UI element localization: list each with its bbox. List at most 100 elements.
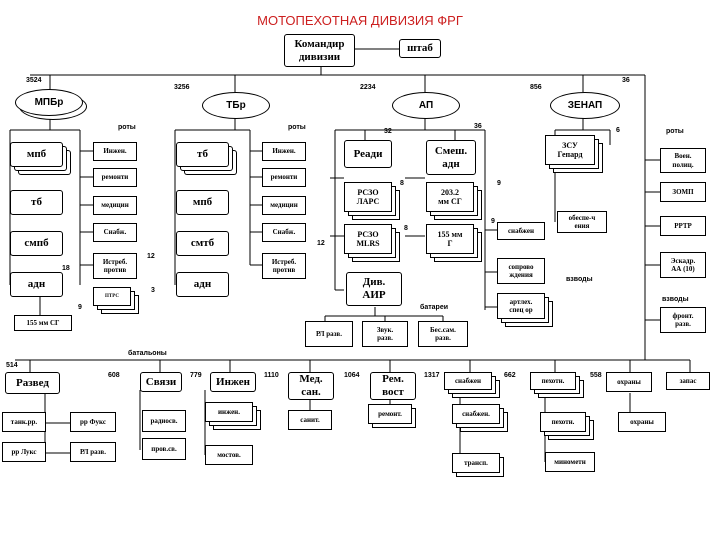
medical-battalion-box: Мед. сан. bbox=[288, 372, 334, 400]
mpbr-ptrs-box: ПТРС bbox=[93, 287, 131, 306]
sub-supply-box: снабжен. bbox=[452, 404, 500, 424]
label-1110: 1110 bbox=[264, 372, 279, 379]
tbr-medical-box: медицин bbox=[262, 196, 306, 215]
bridge-box: мостов. bbox=[205, 445, 253, 465]
infantry-battalion-box: пехотн. bbox=[530, 372, 576, 390]
label-514: 514 bbox=[6, 362, 18, 369]
ap-mlrs-box: РСЗО MLRS bbox=[344, 224, 392, 254]
zenap-front-recon-box: фронт. разв. bbox=[660, 307, 706, 333]
zenap-zsu-box: ЗСУ Гепард bbox=[545, 135, 595, 165]
label-companies-zenap: роты bbox=[666, 128, 684, 135]
sub-infantry-box: пехотн. bbox=[540, 412, 586, 432]
radio-box: радиосв. bbox=[142, 410, 186, 432]
ap-sg203-box: 203.2 мм СГ bbox=[426, 182, 474, 212]
label-2234: 2234 bbox=[360, 84, 376, 91]
mpbr-adn-box: адн bbox=[10, 272, 63, 297]
ap-artrec-box: артлех. спец ор bbox=[497, 293, 545, 319]
label-3524: 3524 bbox=[26, 77, 42, 84]
tbr-smtb-box: смтб bbox=[176, 231, 229, 256]
division-commander-box: Командир дивизии bbox=[284, 34, 355, 67]
diagram-title: МОТОПЕХОТНАЯ ДИВИЗИЯ ФРГ bbox=[257, 13, 463, 28]
tbr-adn-box: адн bbox=[176, 272, 229, 297]
label-platoons-ap: взводы bbox=[566, 276, 593, 283]
zenap-rrtr-box: РРТР bbox=[660, 216, 706, 236]
label-856: 856 bbox=[530, 84, 542, 91]
ap-escort-box: сопрово ждения bbox=[497, 258, 545, 284]
label-batteries: батареи bbox=[420, 304, 449, 311]
sub-engineer-box: инжен. bbox=[205, 402, 253, 422]
repair-battalion-box: Рем. вост bbox=[370, 372, 416, 400]
tbr-mpb-box: мпб bbox=[176, 190, 229, 215]
mpbr-tb-box: тб bbox=[10, 190, 63, 215]
mpbr-supply-box: Снабж. bbox=[93, 223, 137, 242]
label-6: 6 bbox=[616, 127, 620, 134]
supply-battalion-box: снабжен bbox=[444, 372, 492, 390]
fuchs-recon-box: рр Фукс bbox=[70, 412, 116, 432]
ap-lars-box: РСЗО ЛАРС bbox=[344, 182, 392, 212]
tbr-engineer-box: Инжен. bbox=[262, 142, 306, 161]
guard-battalion-box: охраны bbox=[606, 372, 652, 392]
reserve-box: запас bbox=[666, 372, 710, 390]
label-12-tbr: 12 bbox=[317, 240, 325, 247]
zenap-support-box: обеспе-ч ения bbox=[557, 211, 607, 233]
tbr-repair-box: ремонти bbox=[262, 168, 306, 187]
label-platoons-zenap: взводы bbox=[662, 296, 689, 303]
mpbr-ellipse: МПБр bbox=[15, 89, 83, 116]
signals-battalion-box: Связи bbox=[140, 372, 182, 392]
ap-readi-box: Реади bbox=[344, 140, 392, 168]
label-9-adn: 9 bbox=[78, 304, 82, 311]
mpbr-engineer-box: Инжен. bbox=[93, 142, 137, 161]
label-8-lars: 8 bbox=[400, 180, 404, 187]
mpbr-repair-box: ремонти bbox=[93, 168, 137, 187]
label-companies-mpbr: роты bbox=[118, 124, 136, 131]
zenap-mp-box: Воен. полиц. bbox=[660, 148, 706, 173]
luchs-recon-box: рр Лукс bbox=[2, 442, 46, 462]
tank-recon-box: танк.рр. bbox=[2, 412, 46, 432]
label-battalions: батальоны bbox=[128, 350, 167, 357]
label-18: 18 bbox=[62, 265, 70, 272]
ap-supply-box: снабжен bbox=[497, 222, 545, 240]
sub-guard-box: охраны bbox=[618, 412, 666, 432]
label-9-g: 9 bbox=[491, 218, 495, 225]
zenap-zomp-box: ЗОМП bbox=[660, 182, 706, 202]
tbr-tb-box: тб bbox=[176, 142, 229, 167]
division-staff-box: штаб bbox=[399, 39, 441, 58]
label-1317: 1317 bbox=[424, 372, 440, 379]
mpbr-antitank-box: Истреб. против bbox=[93, 253, 137, 279]
sub-repair-box: ремонт. bbox=[368, 404, 412, 424]
ap-ellipse: АП bbox=[392, 92, 460, 119]
label-12-mpbr: 12 bbox=[147, 253, 155, 260]
label-3256: 3256 bbox=[174, 84, 190, 91]
recon-battalion-box: Развед bbox=[5, 372, 60, 394]
label-36-ap: 36 bbox=[474, 123, 482, 130]
label-779: 779 bbox=[190, 372, 202, 379]
ap-mixed-box: Смеш. адн bbox=[426, 140, 476, 175]
label-558: 558 bbox=[590, 372, 602, 379]
label-8-mlrs: 8 bbox=[404, 225, 408, 232]
ap-air-box: Див. АИР bbox=[346, 272, 402, 306]
label-9-sg: 9 bbox=[497, 180, 501, 187]
label-662: 662 bbox=[504, 372, 516, 379]
tbr-ellipse: ТБр bbox=[202, 92, 270, 119]
zenap-ellipse: ЗЕНАП bbox=[550, 92, 620, 119]
ap-g155-box: 155 мм Г bbox=[426, 224, 474, 254]
ap-uav-box: Бес.сам. разв. bbox=[418, 321, 468, 347]
label-32: 32 bbox=[384, 128, 392, 135]
label-36-zenap: 36 bbox=[622, 77, 630, 84]
mpbr-howitzer-box: 155 мм СГ bbox=[14, 315, 72, 331]
tbr-antitank-box: Истреб. против bbox=[262, 253, 306, 279]
label-companies-tbr: роты bbox=[288, 124, 306, 131]
zenap-aviation-box: Эскадр. АА (10) bbox=[660, 252, 706, 278]
ap-sound-box: Звук. разв. bbox=[362, 321, 408, 347]
tbr-supply-box: Снабж. bbox=[262, 223, 306, 242]
mortar-box: минометн bbox=[545, 452, 595, 472]
sanitary-box: санит. bbox=[288, 410, 332, 430]
wire-box: пров.св. bbox=[142, 438, 186, 460]
ap-rl-box: РЛ разв. bbox=[305, 321, 353, 347]
label-1064: 1064 bbox=[344, 372, 360, 379]
mpbr-medical-box: медицин bbox=[93, 196, 137, 215]
engineer-battalion-box: Инжен bbox=[210, 372, 256, 392]
label-608: 608 bbox=[108, 372, 120, 379]
mpbr-mpb-box: мпб bbox=[10, 142, 63, 167]
